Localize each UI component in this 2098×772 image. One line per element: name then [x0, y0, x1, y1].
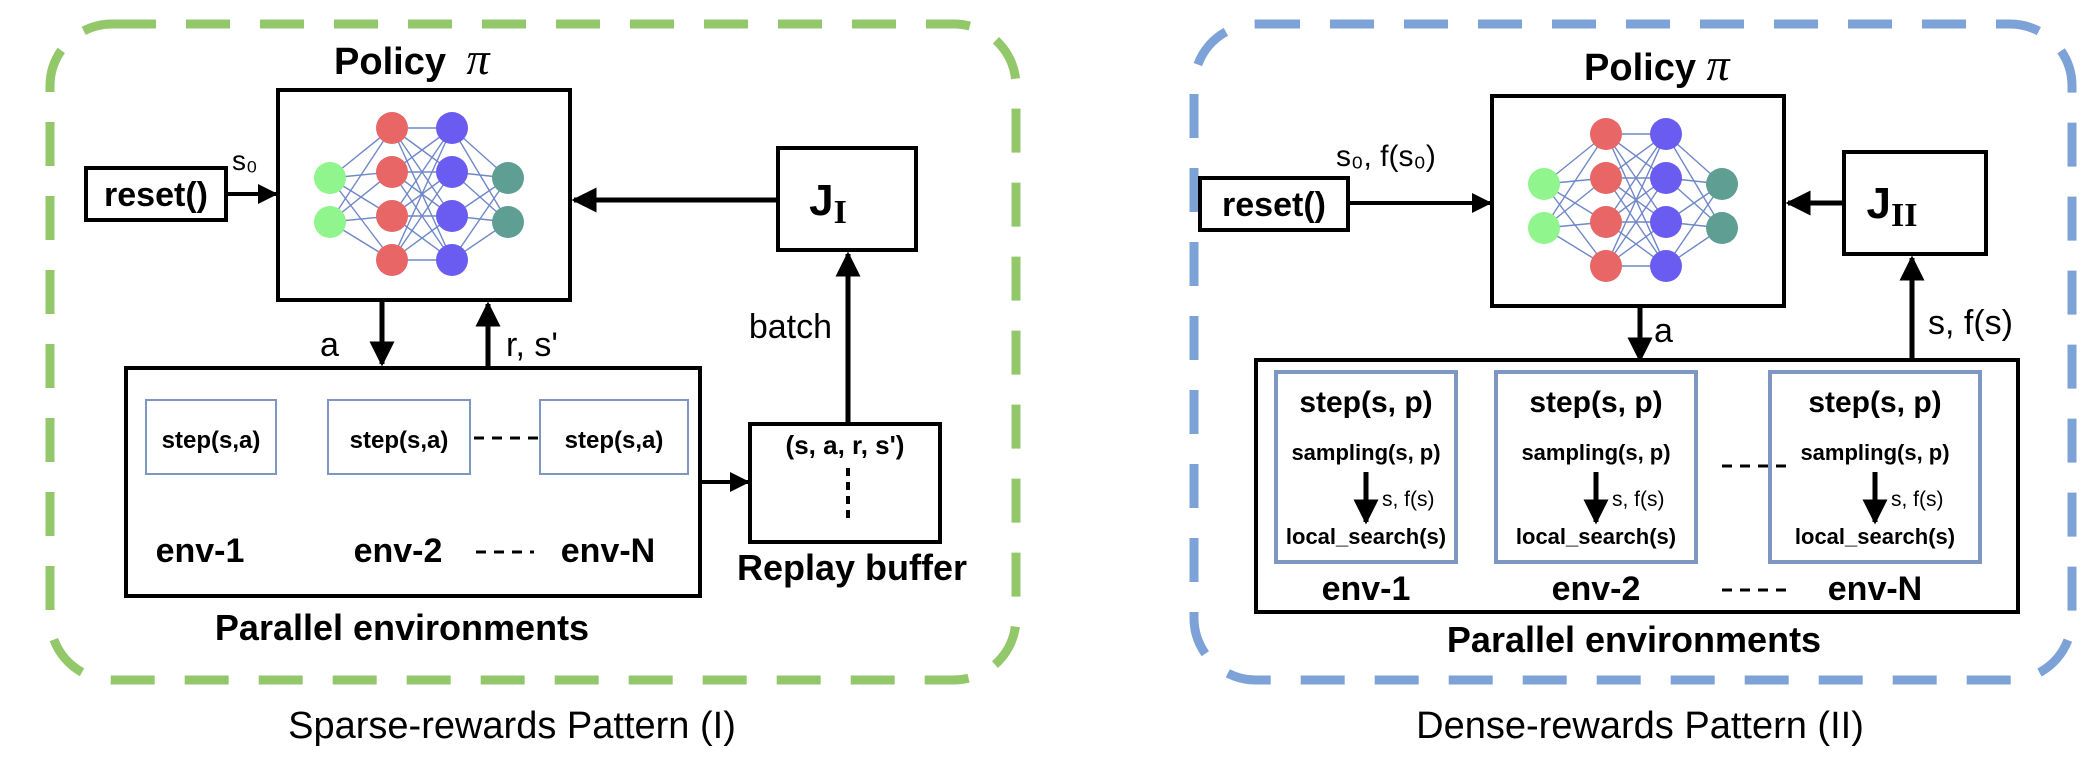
env-sfs-label: s, f(s): [1612, 488, 1665, 511]
hidden2-node: [1650, 118, 1682, 150]
nn-edge: [1605, 177, 1667, 267]
nn-edge: [1605, 133, 1667, 223]
hidden2-node: [436, 200, 468, 232]
pattern-1: Policy π reset() s₀ JI a r, s' step(s,a)…: [45, 19, 1021, 747]
env-2-label: env-2: [354, 532, 443, 570]
input-node: [1528, 212, 1560, 244]
nn-edge: [451, 177, 509, 261]
replay-buffer-box: [748, 422, 942, 544]
pattern-2: Policy π reset() s₀, f(s₀) JII a s, f(s)…: [1189, 19, 2077, 747]
policy-title-2: Policy: [1584, 47, 1696, 89]
input-node: [314, 162, 346, 194]
hidden2-node: [1650, 206, 1682, 238]
hidden2-node: [436, 112, 468, 144]
step-label-n: step(s,a): [565, 427, 664, 454]
env-sfs-label: s, f(s): [1891, 488, 1944, 511]
reset-label-2: reset(): [1222, 186, 1326, 224]
nn-edge: [391, 171, 453, 261]
step-box-2: [327, 399, 471, 475]
step-box-1: [145, 399, 277, 475]
nn-edge: [1665, 183, 1723, 267]
policy-symbol-2: π: [1706, 39, 1731, 90]
action-label-2: a: [1654, 312, 1673, 350]
neural-network: [314, 112, 524, 276]
env-step-label: step(s, p): [1529, 386, 1662, 419]
batch-label: batch: [749, 308, 832, 346]
pattern-2-caption: Dense-rewards Pattern (II): [1416, 705, 1864, 747]
hidden1-node: [376, 244, 408, 276]
env-name-label: env-N: [1828, 570, 1922, 608]
output-node: [1706, 212, 1738, 244]
parallel-envs-box-2: [1254, 358, 2020, 614]
reset-label: reset(): [104, 176, 208, 214]
action-label: a: [320, 326, 339, 364]
policy-symbol: π: [466, 33, 491, 84]
s0-label: s₀: [232, 145, 258, 176]
reward-state-label: r, s': [506, 326, 558, 364]
env-box-3: [1768, 370, 1982, 564]
hidden1-node: [1590, 250, 1622, 282]
step-label-2: step(s,a): [350, 427, 449, 454]
env-name-label: env-2: [1552, 570, 1641, 608]
env-sampling-label: sampling(s, p): [1291, 440, 1440, 465]
env-box-1: [1274, 370, 1458, 564]
hidden1-node: [1590, 206, 1622, 238]
step-label-1: step(s,a): [162, 427, 261, 454]
hidden2-node: [436, 156, 468, 188]
hidden1-node: [1590, 118, 1622, 150]
buffer-tuple: (s, a, r, s'): [786, 430, 905, 460]
s0-label-2: s₀, f(s₀): [1336, 140, 1436, 173]
j1-box: [776, 146, 918, 252]
replay-buffer-label: Replay buffer: [737, 547, 967, 588]
policy-title: Policy: [334, 41, 446, 83]
neural-network-2: [1528, 118, 1738, 282]
j1-label: JI: [809, 176, 847, 231]
step-box-n: [539, 399, 689, 475]
j2-box: [1842, 150, 1988, 256]
parallel-envs-label-2: Parallel environments: [1447, 619, 1821, 660]
j2-label: JII: [1867, 179, 1918, 234]
input-node: [314, 206, 346, 238]
hidden1-node: [1590, 162, 1622, 194]
parallel-envs-label: Parallel environments: [215, 607, 589, 648]
env-n-label: env-N: [561, 532, 655, 570]
hidden2-node: [1650, 250, 1682, 282]
hidden2-node: [1650, 162, 1682, 194]
env-sfs-label: s, f(s): [1382, 488, 1435, 511]
nn-edge: [391, 127, 453, 261]
hidden1-node: [376, 200, 408, 232]
hidden1-node: [376, 112, 408, 144]
sfs-label-2: s, f(s): [1928, 304, 2013, 342]
env-sampling-label: sampling(s, p): [1800, 440, 1949, 465]
nn-edge: [1543, 133, 1607, 229]
env-1-label: env-1: [156, 532, 245, 570]
pattern-1-caption: Sparse-rewards Pattern (I): [288, 705, 736, 747]
output-node: [492, 206, 524, 238]
hidden2-node: [436, 244, 468, 276]
nn-edge: [1605, 133, 1667, 267]
env-step-label: step(s, p): [1808, 386, 1941, 419]
pattern-1-dashed-frame: [45, 19, 1021, 685]
env-box-2: [1494, 370, 1698, 564]
env-local-search-label: local_search(s): [1795, 524, 1955, 549]
input-node: [1528, 168, 1560, 200]
nn-edge: [329, 127, 393, 223]
pattern-2-dashed-frame: [1189, 19, 2077, 685]
env-step-label: step(s, p): [1299, 386, 1432, 419]
output-node: [1706, 168, 1738, 200]
env-local-search-label: local_search(s): [1516, 524, 1676, 549]
env-name-label: env-1: [1322, 570, 1411, 608]
env-local-search-label: local_search(s): [1286, 524, 1446, 549]
nn-edge: [391, 127, 453, 217]
output-node: [492, 162, 524, 194]
env-groups: step(s, p) sampling(s, p) s, f(s) local_sea…: [1274, 370, 1982, 608]
env-sampling-label: sampling(s, p): [1521, 440, 1670, 465]
hidden1-node: [376, 156, 408, 188]
